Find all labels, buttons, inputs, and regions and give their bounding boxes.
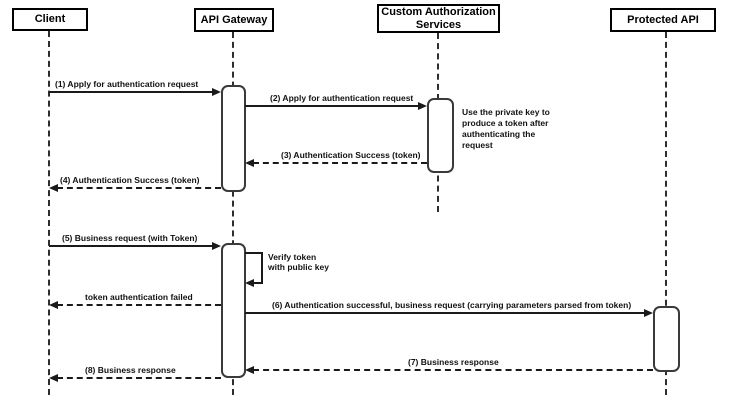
message-6-line [245, 312, 645, 314]
participant-protected-api: Protected API [610, 8, 716, 32]
message-1-label: (1) Apply for authentication request [55, 79, 199, 89]
message-8-label: (8) Business response [85, 365, 176, 375]
arrowhead-left-icon [245, 158, 254, 167]
message-5-label: (5) Business request (with Token) [62, 233, 198, 243]
message-3-label: (3) Authentication Success (token) [281, 150, 421, 160]
arrowhead-right-icon [418, 101, 427, 110]
self-message-label: Verify token with public key [268, 252, 329, 272]
activation-protected-api [653, 306, 680, 372]
self-message-vertical-line [261, 252, 263, 283]
arrowhead-left-icon [49, 183, 58, 192]
message-2-line [245, 105, 419, 107]
message-failed-line [57, 304, 221, 306]
participant-api-gateway: API Gateway [194, 8, 274, 32]
note-private-key: Use the private key to produce a token a… [462, 107, 550, 151]
arrowhead-left-icon [245, 278, 254, 287]
message-4-line [57, 187, 221, 189]
self-message-return-line [253, 282, 263, 284]
arrowhead-right-icon [644, 308, 653, 317]
self-message-out-line [245, 252, 263, 254]
participant-protected-api-label: Protected API [627, 13, 699, 26]
lifeline-client [48, 31, 50, 395]
activation-api-gateway-1 [221, 85, 246, 192]
participant-client: Client [12, 8, 88, 31]
message-7-label: (7) Business response [408, 357, 499, 367]
arrowhead-left-icon [49, 373, 58, 382]
activation-api-gateway-2 [221, 243, 246, 378]
arrowhead-right-icon [212, 87, 221, 96]
message-6-label: (6) Authentication successful, business … [272, 300, 632, 310]
message-1-line [49, 91, 213, 93]
participant-custom-authorization-services-label: Custom Authorization Services [381, 5, 496, 31]
lifeline-api-gateway [232, 32, 234, 395]
participant-api-gateway-label: API Gateway [200, 13, 268, 26]
message-5-line [49, 245, 213, 247]
message-7-line [253, 369, 653, 371]
participant-custom-authorization-services: Custom Authorization Services [377, 4, 500, 33]
arrowhead-right-icon [212, 241, 221, 250]
arrowhead-left-icon [245, 365, 254, 374]
participant-client-label: Client [34, 13, 66, 26]
message-failed-label: token authentication failed [85, 292, 193, 302]
activation-custom-authorization-services [427, 98, 454, 173]
message-2-label: (2) Apply for authentication request [270, 93, 414, 103]
message-4-label: (4) Authentication Success (token) [60, 175, 200, 185]
arrowhead-left-icon [49, 300, 58, 309]
message-8-line [57, 377, 221, 379]
lifeline-protected-api [665, 32, 667, 395]
message-3-line [253, 162, 427, 164]
